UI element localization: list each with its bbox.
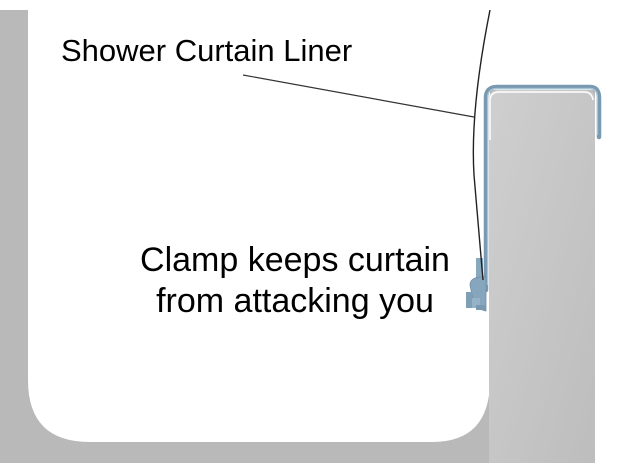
clamp-caption-line-2: from attacking you (156, 282, 434, 320)
tub-rim (489, 90, 595, 463)
clamp-hook-highlight (486, 87, 599, 285)
clamp-caption: Clamp keeps curtain from attacking you (110, 240, 480, 322)
rim-highlight (489, 91, 594, 140)
liner-leader-line (242, 74, 475, 118)
clamp-hook (483, 84, 602, 293)
curtain-liner-line (472, 9, 491, 281)
clamp-body (466, 258, 487, 312)
clamp-caption-line-1: Clamp keeps curtain (140, 241, 450, 279)
curtain-liner-label: Shower Curtain Liner (61, 33, 353, 68)
